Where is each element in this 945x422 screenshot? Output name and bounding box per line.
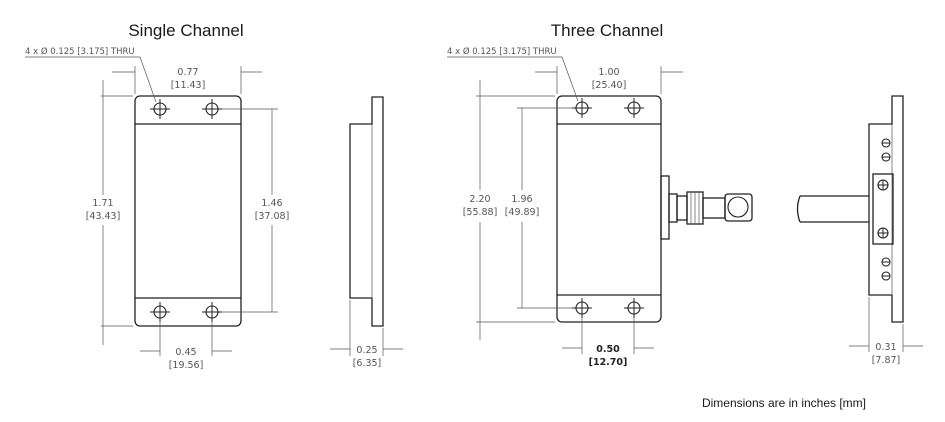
three-channel-title: Three Channel	[551, 21, 663, 40]
single-width-mm: [11.43]	[171, 80, 206, 91]
single-width-in: 0.77	[177, 67, 198, 78]
three-cable	[796, 195, 869, 223]
three-thickness-in: 0.31	[875, 342, 896, 353]
single-thickness-mm: [6.35]	[353, 358, 382, 369]
three-connector-offset-dimension: 0.50 [12.70]	[562, 318, 654, 368]
three-side-view	[796, 95, 904, 323]
single-height-mm: [43.43]	[86, 211, 121, 222]
single-thickness-dimension: 0.25 [6.35]	[330, 300, 403, 369]
single-side-view	[349, 96, 384, 327]
single-hole-pitch-mm: [19.56]	[169, 360, 204, 371]
single-height-in: 1.71	[92, 198, 113, 209]
single-mounting-hole	[202, 99, 222, 119]
single-hole-spacing-dimension: 1.46 [37.08]	[222, 108, 290, 313]
three-side-slotted-screw	[881, 152, 891, 162]
single-mounting-hole	[150, 302, 170, 322]
single-hole-callout: 4 x Ø 0.125 [3.175] THRU	[25, 46, 157, 103]
three-thickness-dimension: 0.31 [7.87]	[849, 297, 923, 366]
three-side-screw	[877, 179, 889, 191]
three-width-dimension: 1.00 [25.40]	[535, 66, 683, 94]
three-connector-offset-in: 0.50	[596, 344, 620, 355]
three-height-mm: [55.88]	[463, 207, 498, 218]
single-front-view	[134, 95, 242, 327]
single-hole-pitch-dimension: 0.45 [19.56]	[140, 322, 232, 371]
three-hole-spacing-mm: [49.89]	[505, 207, 540, 218]
single-mounting-hole	[150, 99, 170, 119]
single-hole-spacing-mm: [37.08]	[255, 211, 290, 222]
three-thickness-mm: [7.87]	[872, 355, 901, 366]
three-mounting-hole	[624, 98, 644, 118]
single-channel-title: Single Channel	[128, 21, 243, 40]
single-height-dimension: 1.71 [43.43]	[86, 80, 133, 345]
single-width-dimension: 0.77 [11.43]	[112, 66, 262, 94]
single-hole-spacing-in: 1.46	[261, 198, 282, 209]
single-hole-note: 4 x Ø 0.125 [3.175] THRU	[25, 46, 135, 57]
three-side-screw	[877, 227, 889, 239]
three-height-in: 2.20	[469, 194, 490, 205]
three-hole-spacing-dimension: 1.96 [49.89]	[505, 107, 572, 309]
three-hole-spacing-in: 1.96	[511, 194, 532, 205]
three-side-slotted-screw	[881, 138, 891, 148]
three-side-slotted-screw	[881, 257, 891, 267]
single-thickness-in: 0.25	[356, 345, 377, 356]
three-side-connector-block	[872, 173, 894, 245]
three-height-dimension: 2.20 [55.88]	[463, 80, 555, 340]
three-hole-callout: 4 x Ø 0.125 [3.175] THRU	[447, 46, 579, 102]
units-note: Dimensions are in inches [mm]	[702, 396, 866, 410]
three-mounting-hole	[624, 298, 644, 318]
three-mounting-hole	[572, 298, 592, 318]
single-hole-pitch-in: 0.45	[175, 347, 196, 358]
three-connector-offset-mm: [12.70]	[589, 357, 628, 368]
single-mounting-hole	[202, 302, 222, 322]
single-body-outline	[134, 95, 242, 327]
three-front-view	[556, 95, 753, 323]
three-hole-note: 4 x Ø 0.125 [3.175] THRU	[447, 46, 557, 57]
three-mounting-hole	[572, 98, 592, 118]
three-width-in: 1.00	[598, 67, 619, 78]
three-side-slotted-screw	[881, 271, 891, 281]
three-connector	[660, 175, 753, 240]
three-body-outline	[556, 95, 662, 323]
three-width-mm: [25.40]	[592, 80, 627, 91]
